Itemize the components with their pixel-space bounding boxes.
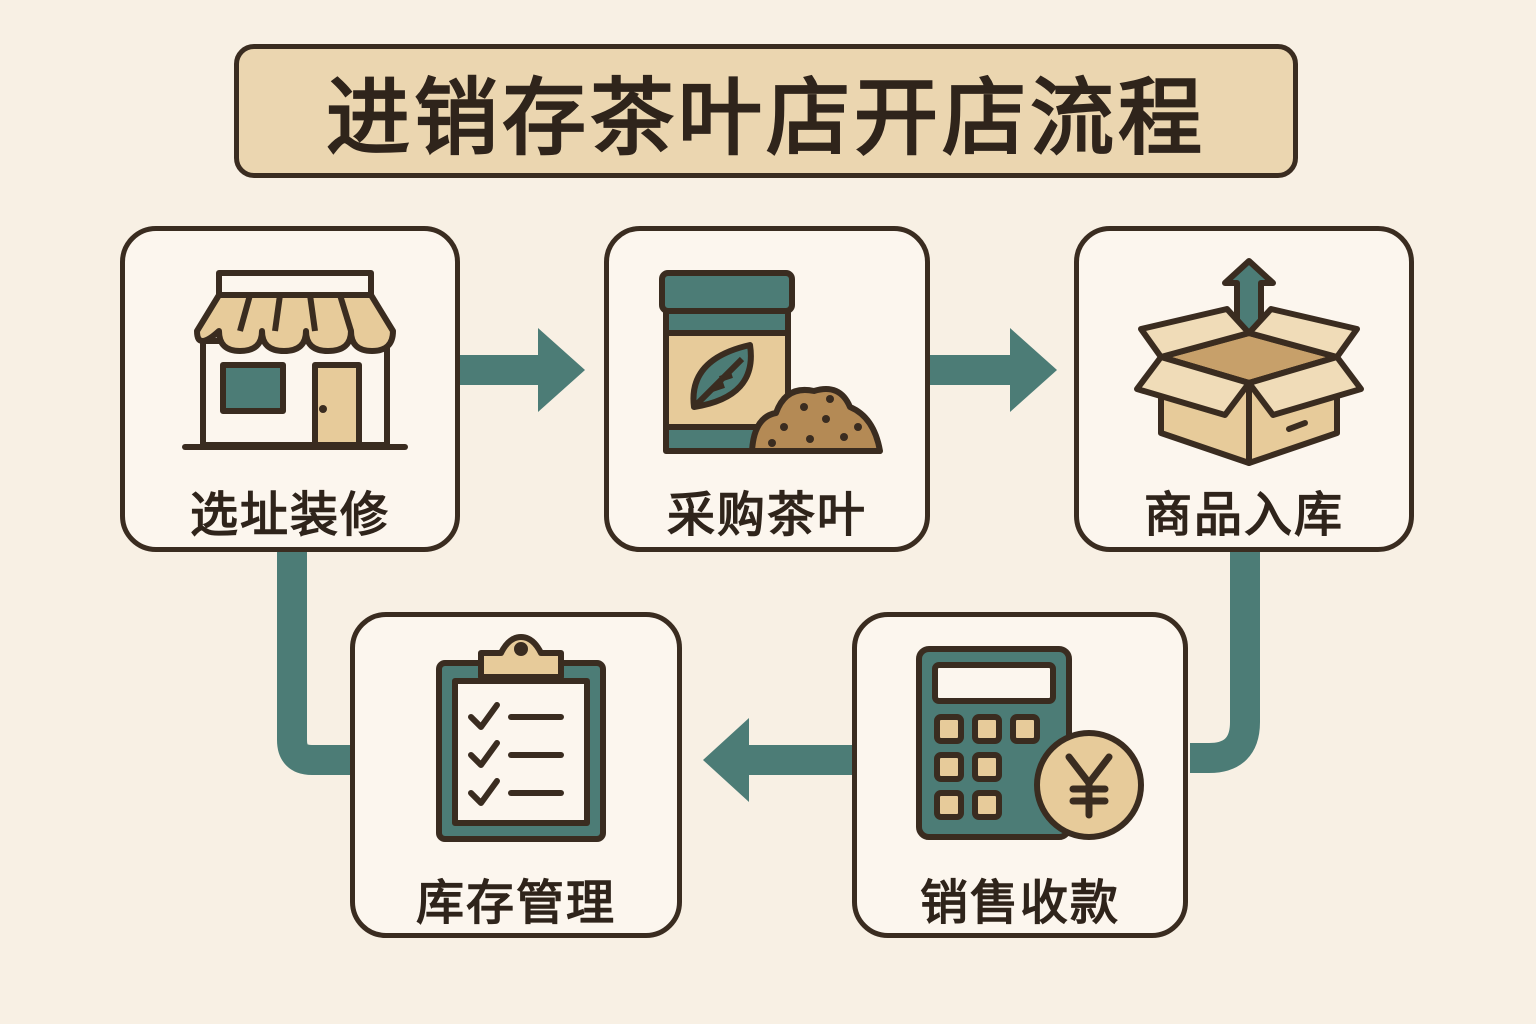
step-card-site-selection: 选址装修 [120,226,460,552]
tea-jar-icon [659,270,883,454]
step-label: 选址装修 [189,487,390,543]
step-label: 库存管理 [415,875,616,931]
step-card-sales-collection: 销售收款 [852,612,1188,938]
storefront-icon [182,270,408,450]
connector-warehouse-to-sales [1190,550,1260,773]
step-label: 商品入库 [1143,487,1344,543]
arrow-sales-to-inventory [703,718,855,802]
arrow-select-to-purchase [460,328,585,412]
step-card-inventory-management: 库存管理 [350,612,682,938]
step-card-goods-warehousing: 商品入库 [1074,226,1414,552]
step-label: 采购茶叶 [666,487,867,543]
page-title: 进销存茶叶店开店流程 [325,68,1206,167]
calculator-yen-icon [916,646,1144,840]
box-arrow-up-icon [1134,258,1364,466]
step-label: 销售收款 [919,875,1120,931]
connector-inventory-to-select [277,550,350,775]
title-box: 进销存茶叶店开店流程 [234,44,1298,178]
arrow-purchase-to-warehouse [930,328,1057,412]
step-card-purchase-tea: 采购茶叶 [604,226,930,552]
clipboard-checklist-icon [436,634,606,842]
